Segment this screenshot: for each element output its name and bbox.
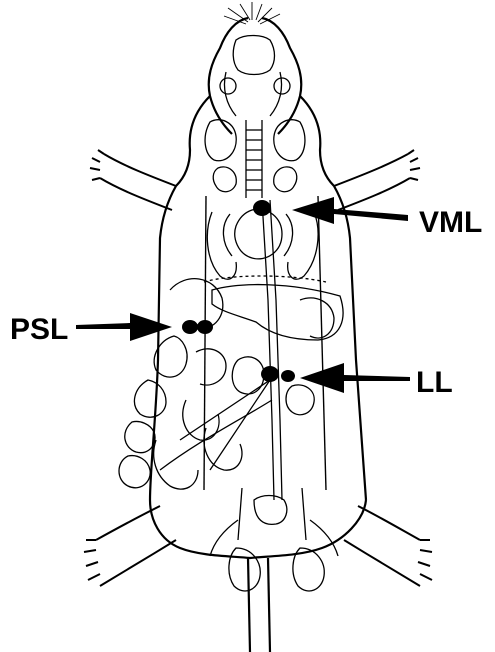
ll-node-2	[281, 370, 295, 382]
thorax-detail	[204, 200, 326, 500]
forelimb-left	[90, 150, 176, 210]
psl-node-2	[197, 320, 213, 334]
pelvic-detail	[210, 488, 338, 591]
hindlimb-right	[344, 506, 432, 586]
vml-node	[253, 200, 271, 216]
psl-node-1	[182, 320, 198, 334]
pointer-arrows	[76, 197, 410, 393]
label-psl: PSL	[10, 313, 68, 346]
forelimb-right	[334, 150, 420, 210]
ll-arrow	[300, 363, 410, 393]
head-neck-detail	[205, 36, 305, 199]
hindlimb-left	[84, 506, 176, 586]
label-ll: LL	[416, 366, 453, 399]
label-vml: VML	[419, 206, 482, 239]
ll-node-1	[261, 366, 279, 382]
vml-arrow	[292, 197, 408, 224]
